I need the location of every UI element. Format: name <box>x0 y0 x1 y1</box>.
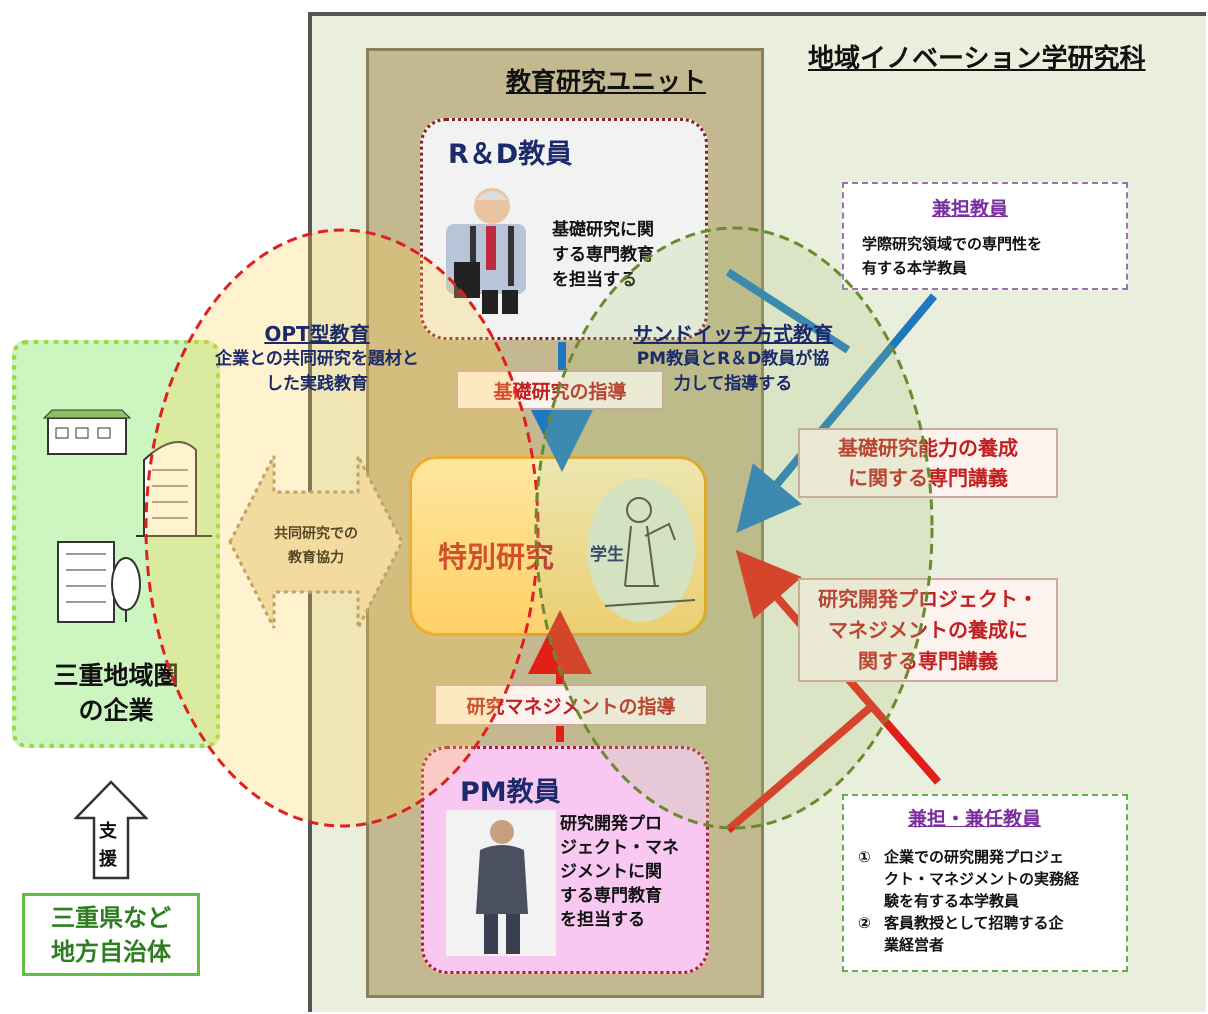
government-line: 三重県など <box>51 903 171 932</box>
companies-line: の企業 <box>78 696 154 725</box>
sandwich-desc-line: 力して指導する <box>673 374 793 394</box>
support-char: 援 <box>99 849 117 870</box>
concurrent-part-time-item: ① 企業での研究開発プロジェ クト・マネジメントの実務経 験を有する本学教員 ②… <box>858 846 1079 956</box>
basic-lecture-box: 基礎研究能力の養成 に関する専門講義 <box>798 428 1058 498</box>
education-unit-title: 教育研究ユニット <box>506 67 707 96</box>
opt-desc-line: した実践教育 <box>266 374 368 394</box>
rd-faculty-title: R＆D教員 <box>448 139 573 170</box>
sandwich-desc-line: PM教員とR＆D教員が協 <box>636 349 830 369</box>
pm-desc-line: ジメントに関 <box>560 862 662 882</box>
item-text-line: 客員教授として招聘する企 <box>884 914 1064 932</box>
pm-desc-line: する専門教育 <box>560 886 662 906</box>
opt-education-label: OPT型教育 企業との共同研究を題材と した実践教育 <box>212 322 422 397</box>
pm-desc-line: ジェクト・マネ <box>560 838 679 858</box>
support-char: 支 <box>99 821 117 842</box>
opt-desc-line: 企業との共同研究を題材と <box>215 349 419 369</box>
item-number: ② <box>858 914 871 932</box>
sandwich-education-title: サンドイッチ方式教育 <box>633 322 833 346</box>
item-text-line: クト・マネジメントの実務経 <box>884 870 1080 888</box>
graduate-school-title: 地域イノベーション学研究科 <box>808 44 1146 74</box>
government-line: 地方自治体 <box>51 937 171 966</box>
basic-lecture-line: に関する専門講義 <box>848 466 1008 490</box>
opt-education-title: OPT型教育 <box>264 322 370 346</box>
apartment-building-icon <box>57 541 141 623</box>
government-box: 三重県など 地方自治体 <box>22 893 200 976</box>
item-text-line: 業経営者 <box>884 936 945 954</box>
pm-desc-line: を担当する <box>560 910 645 930</box>
project-lecture-box: 研究開発プロジェクト・ マネジメントの養成に 関する専門講義 <box>798 578 1058 682</box>
project-lecture-line: 関する専門講義 <box>858 648 998 673</box>
item-text-line: 験を有する本学教員 <box>884 892 1020 910</box>
pm-person-figure-icon <box>446 810 556 956</box>
support-label: 支 援 <box>99 818 117 874</box>
basic-lecture-line: 基礎研究能力の養成 <box>838 436 1018 460</box>
concurrent-part-time-title: 兼担・兼任教員 <box>908 808 1042 830</box>
item-number: ① <box>858 848 871 866</box>
mgmt-guidance-label: 研究マネジメントの指導 <box>434 684 708 726</box>
project-lecture-line: 研究開発プロジェクト・ <box>818 586 1038 611</box>
sandwich-education-label: サンドイッチ方式教育 PM教員とR＆D教員が協 力して指導する <box>604 322 862 397</box>
support-up-arrow-icon <box>74 780 148 880</box>
shop-building-icon <box>42 409 132 455</box>
concurrent-faculty-title: 兼担教員 <box>932 198 1009 220</box>
project-lecture-line: マネジメントの養成に <box>828 617 1028 642</box>
item-text-line: 企業での研究開発プロジェ <box>884 848 1065 866</box>
red-branch-line <box>725 702 875 834</box>
